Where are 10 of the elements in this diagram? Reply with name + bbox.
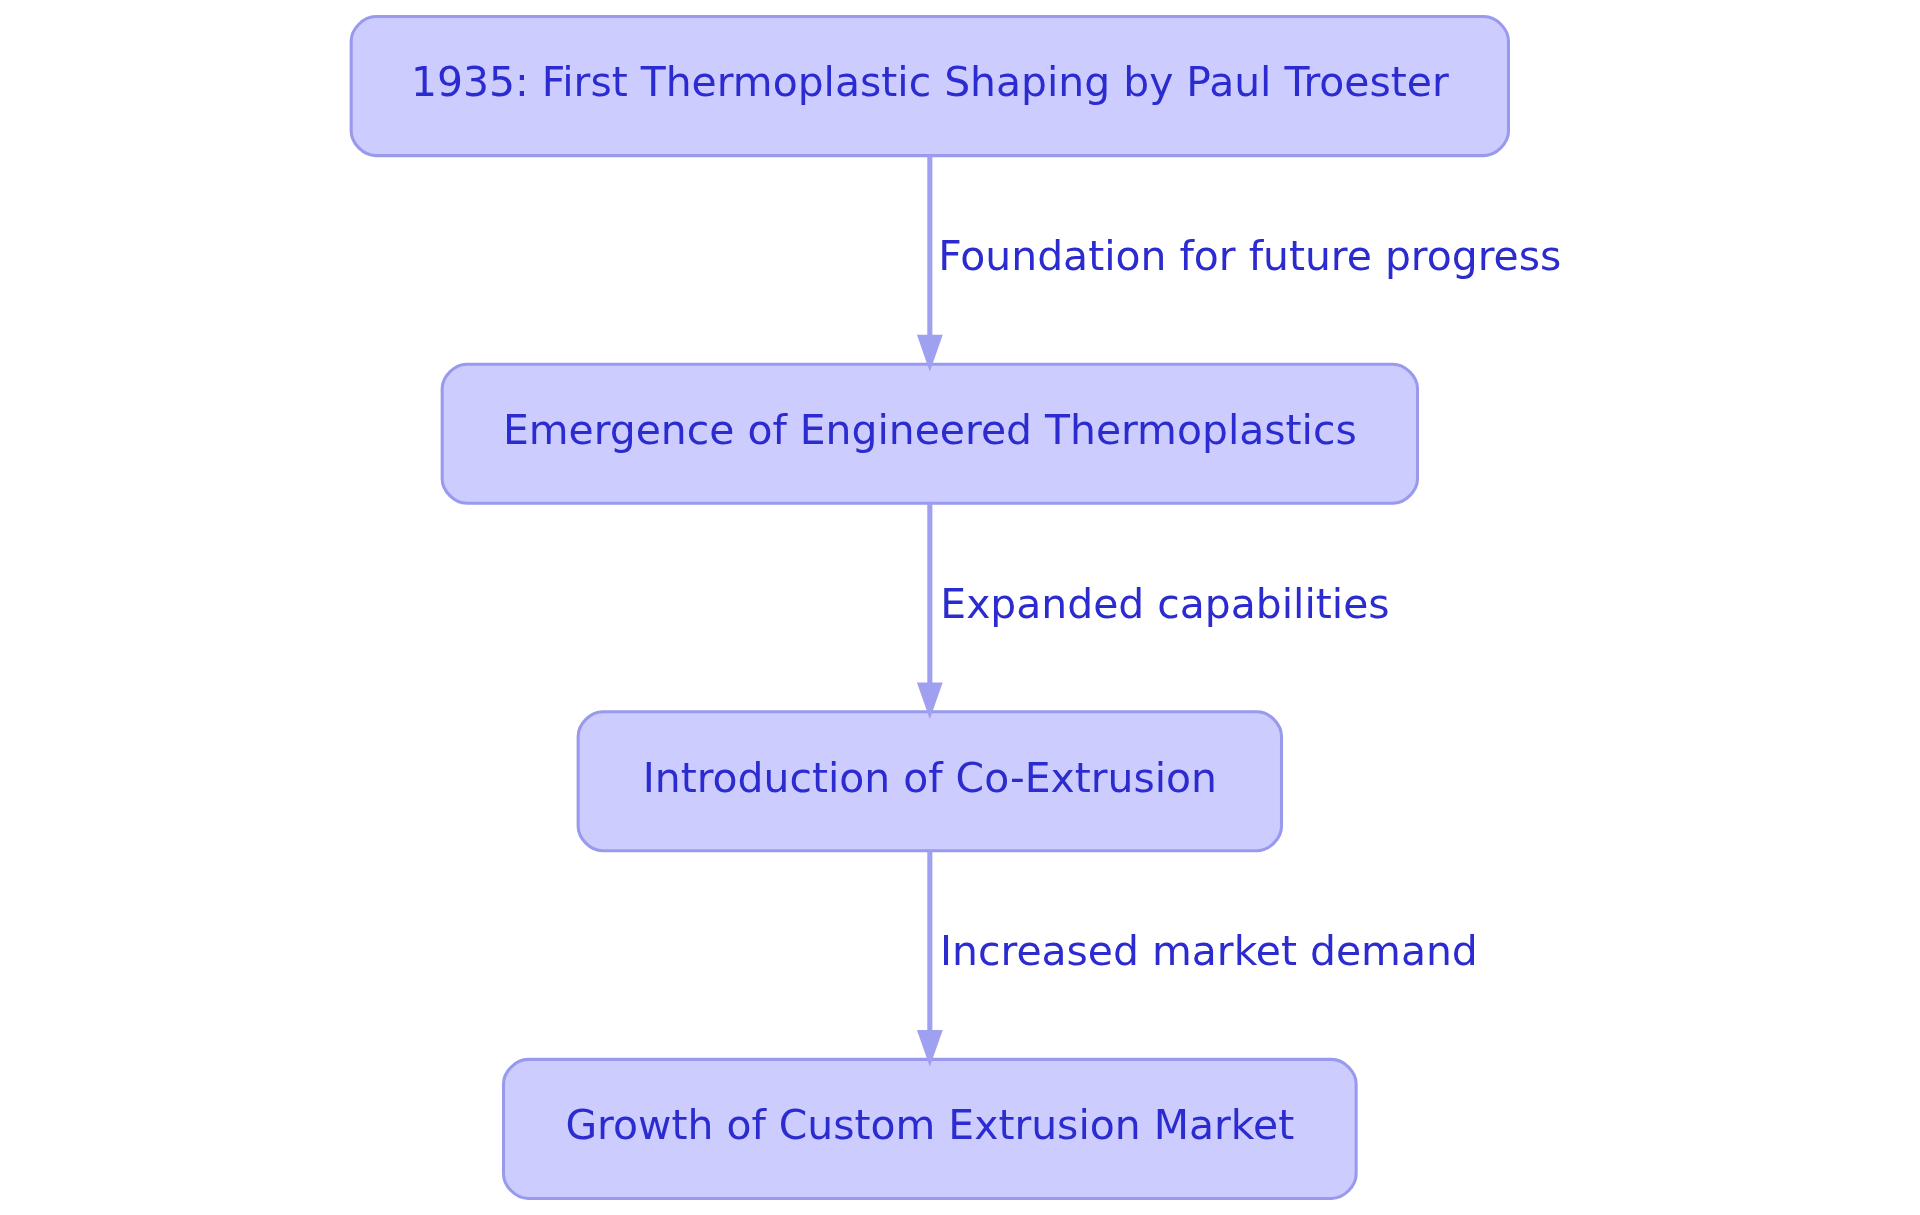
node-box: 1935: First Thermoplastic Shaping by Paul Troester — [349, 15, 1510, 158]
arrow — [916, 156, 943, 372]
edge-label: Foundation for future progress — [937, 232, 1561, 281]
node-box: Emergence of Engineered Thermoplastics — [440, 362, 1419, 505]
edge-label: Expanded capabilities — [939, 579, 1390, 628]
node-box: Growth of Custom Extrusion Market — [501, 1057, 1358, 1200]
arrow — [916, 503, 943, 720]
node-box: Introduction of Co-Extrusion — [576, 710, 1283, 853]
edge-label: Increased market demand — [939, 927, 1478, 976]
arrow — [916, 851, 943, 1067]
